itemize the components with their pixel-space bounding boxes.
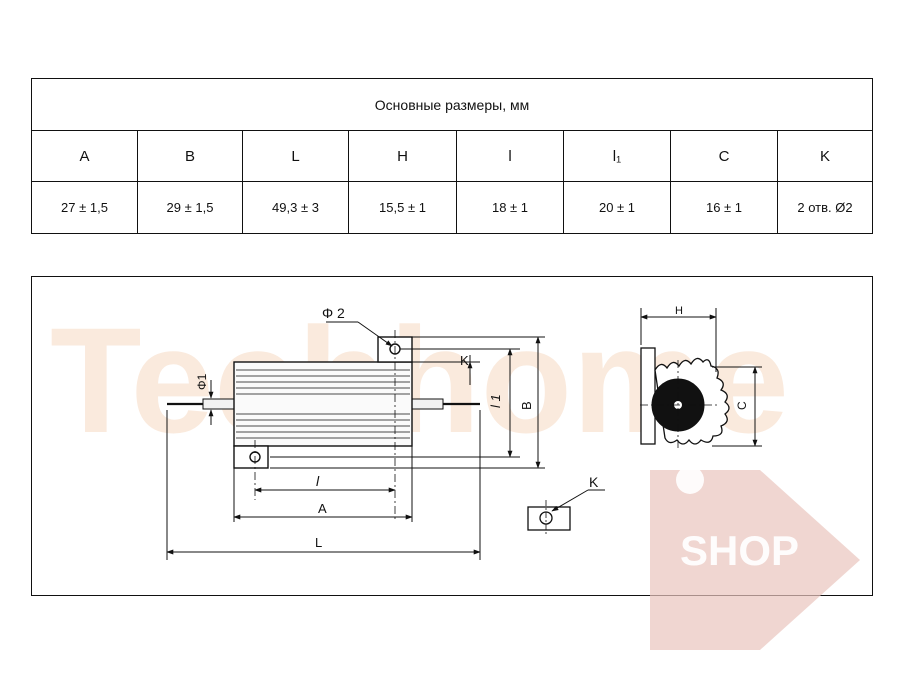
value-l: 18 ± 1 <box>456 181 564 234</box>
resistor-end-view <box>640 308 762 450</box>
end-view-labels: H C <box>675 305 749 410</box>
header-l1: l₁ <box>563 130 671 182</box>
label-A: A <box>318 501 327 516</box>
header-A: A <box>31 130 138 182</box>
watermark-tag-hole <box>676 466 704 494</box>
label-phi2: Φ 2 <box>322 305 345 321</box>
header-l: l <box>456 130 564 182</box>
label-H: H <box>675 305 683 317</box>
value-B: 29 ± 1,5 <box>137 181 243 234</box>
label-K: K <box>460 353 469 368</box>
label-l: l <box>316 473 320 489</box>
watermark-shop: SHOP <box>680 527 799 574</box>
side-view-labels: Φ 2 Φ1 K l 1 B l A L <box>195 305 534 550</box>
dimensions-table: Основные размеры, мм A B L H l l₁ C K 27… <box>31 78 873 234</box>
cooling-fins <box>236 369 410 439</box>
value-C: 16 ± 1 <box>670 181 778 234</box>
k-detail <box>527 489 605 536</box>
k-detail-tab <box>527 506 571 531</box>
table-value-row: 27 ± 1,5 29 ± 1,5 49,3 ± 3 15,5 ± 1 18 ±… <box>31 181 873 234</box>
value-L: 49,3 ± 3 <box>242 181 349 234</box>
label-B: B <box>519 401 534 410</box>
end-view-base <box>640 347 656 445</box>
bottom-mount-tab <box>233 445 269 469</box>
label-C: C <box>735 401 749 410</box>
left-lead-sleeve <box>202 398 235 410</box>
side-view-dimensions <box>166 321 545 560</box>
label-K-detail: K <box>589 474 599 490</box>
table-header-row: A B L H l l₁ C K <box>31 130 873 182</box>
header-C: C <box>670 130 778 182</box>
value-A: 27 ± 1,5 <box>31 181 138 234</box>
watermark-tag-shape <box>650 470 860 650</box>
value-H: 15,5 ± 1 <box>348 181 457 234</box>
resistor-body <box>233 361 413 447</box>
label-L: L <box>315 535 322 550</box>
watermark: Techhome SHOP <box>50 296 860 650</box>
label-l1: l 1 <box>488 394 503 408</box>
resistor-side-view <box>167 330 480 520</box>
drawing-frame <box>31 276 873 596</box>
right-lead-sleeve <box>411 398 444 410</box>
value-K: 2 отв. Ø2 <box>777 181 873 234</box>
label-phi1: Φ1 <box>195 373 209 390</box>
value-l1: 20 ± 1 <box>563 181 671 234</box>
